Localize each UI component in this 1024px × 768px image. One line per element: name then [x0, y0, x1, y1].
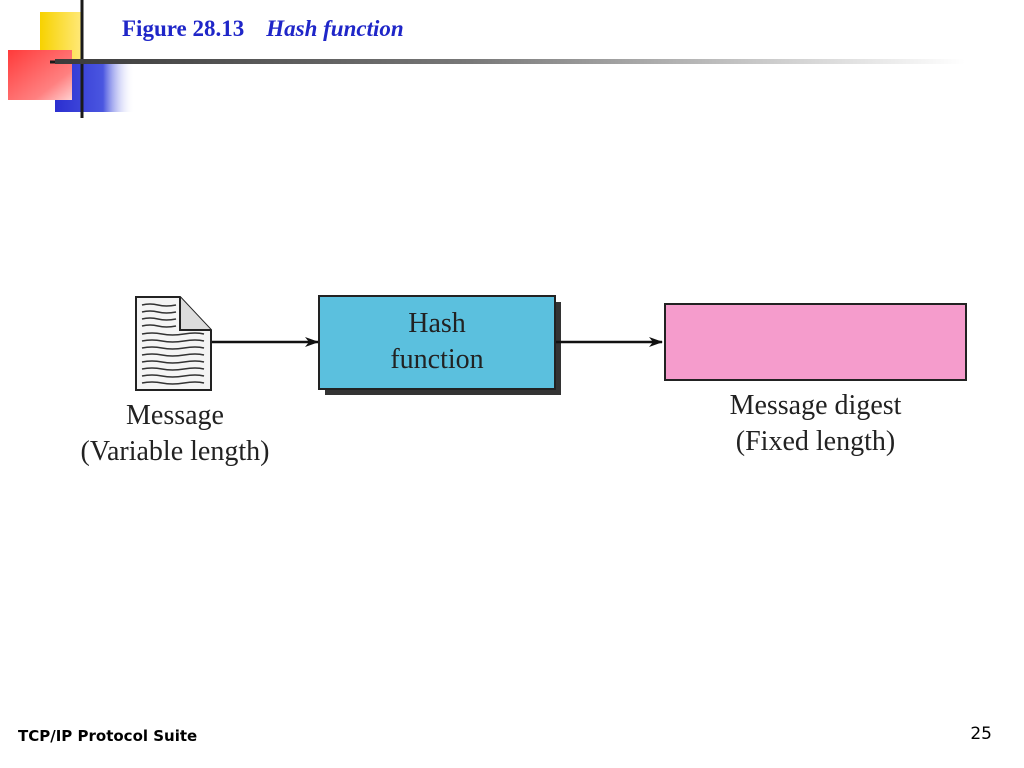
footer-course-title: TCP/IP Protocol Suite — [18, 727, 198, 745]
hash-function-box — [318, 295, 556, 390]
hash-box-label-line1: Hash — [408, 308, 466, 339]
figure-number: Figure 28.13 — [122, 16, 245, 41]
slide-title: Figure 28.13 Hash function — [122, 16, 404, 42]
digest-label: Message digest (Fixed length) — [665, 388, 966, 460]
digest-label-line1: Message digest — [729, 390, 902, 421]
message-digest-box — [664, 303, 967, 381]
message-label-line1: Message — [126, 400, 224, 431]
document-icon — [135, 296, 212, 391]
title-underline — [55, 59, 965, 64]
message-label-line2: (Variable length) — [80, 436, 270, 467]
hash-box-label: Hash function — [319, 306, 555, 378]
page-number: 25 — [970, 724, 992, 744]
hash-box-label-line2: function — [390, 344, 484, 375]
figure-title: Hash function — [266, 16, 404, 41]
message-label: Message (Variable length) — [40, 398, 310, 470]
digest-label-line2: (Fixed length) — [735, 426, 896, 457]
